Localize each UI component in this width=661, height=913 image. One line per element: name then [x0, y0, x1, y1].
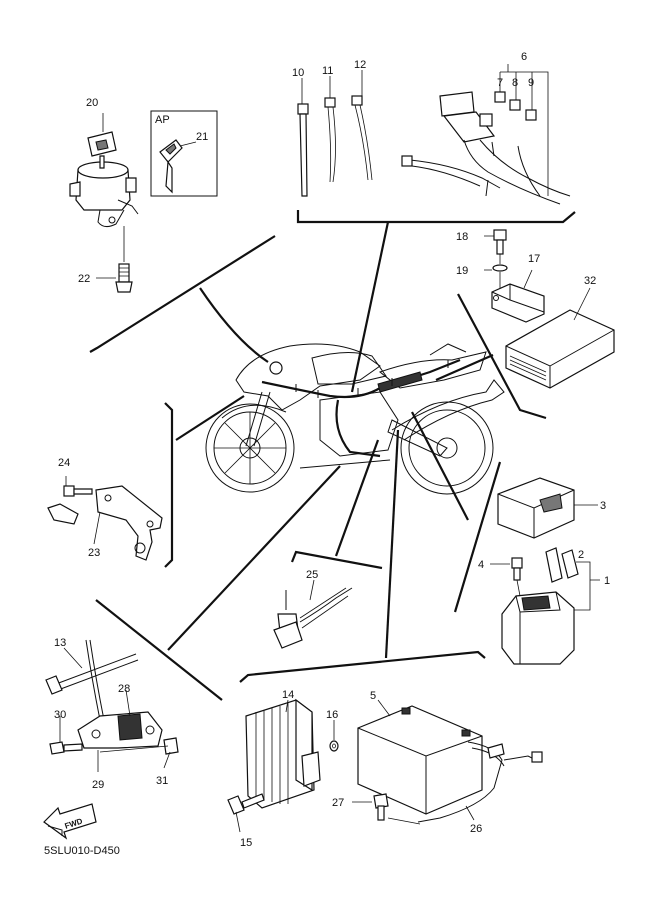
- ignition-switch-assembly: [69, 131, 139, 228]
- callout-27: 27: [332, 797, 344, 809]
- callout-6: 6: [521, 51, 527, 63]
- diagram-code: 5SLU010-D450: [44, 845, 120, 857]
- callout-10: 10: [292, 67, 304, 79]
- callout-21: 21: [196, 131, 208, 143]
- callout-19: 19: [456, 265, 468, 277]
- callout-11: 11: [322, 65, 333, 77]
- callout-9: 9: [528, 77, 534, 89]
- battery: [357, 705, 543, 825]
- callout-23: 23: [88, 547, 100, 559]
- callout-2: 2: [578, 549, 584, 561]
- callout-24: 24: [58, 457, 70, 469]
- callout-32: 32: [584, 275, 596, 287]
- callout-numbers: 1 2 3 4 5 6 7 8 9 10 11 12 13 14 15 16 1…: [54, 51, 610, 849]
- callout-14: 14: [282, 689, 294, 701]
- relay-and-ecu: [491, 229, 615, 389]
- stay-bracket: [47, 485, 163, 561]
- callout-8: 8: [512, 77, 518, 89]
- callout-13: 13: [54, 637, 66, 649]
- ap-label: AP: [155, 114, 170, 126]
- callout-1: 1: [604, 575, 610, 587]
- callout-4: 4: [478, 559, 484, 571]
- callout-15: 15: [240, 837, 252, 849]
- neutral-switch: [273, 587, 353, 649]
- callout-31: 31: [156, 775, 168, 787]
- callout-30: 30: [54, 709, 66, 721]
- rectifier-regulator: [227, 698, 339, 815]
- callout-26: 26: [470, 823, 482, 835]
- callout-29: 29: [92, 779, 104, 791]
- switch-bracket: [49, 711, 179, 755]
- leader-lines: [59, 64, 600, 833]
- callout-3: 3: [600, 500, 606, 512]
- motorcycle-outline: [205, 343, 505, 495]
- cable-tie-11: [324, 97, 336, 183]
- callout-16: 16: [326, 709, 338, 721]
- callout-28: 28: [118, 683, 130, 695]
- callout-25: 25: [306, 569, 318, 581]
- fuse-harness: [401, 91, 571, 205]
- callout-12: 12: [354, 59, 366, 71]
- callout-5: 5: [370, 690, 376, 702]
- cable-tie-12: [351, 95, 373, 181]
- ap-key-box: [150, 110, 218, 197]
- callout-22: 22: [78, 273, 90, 285]
- relay-cover: [497, 477, 575, 539]
- callout-7: 7: [497, 77, 503, 89]
- callout-17: 17: [528, 253, 540, 265]
- special-bolt: [115, 226, 133, 293]
- starter-relay: [501, 547, 579, 665]
- sidestand-switch: [45, 639, 139, 721]
- cable-tie-10: [297, 103, 309, 197]
- callout-18: 18: [456, 231, 468, 243]
- forward-direction-arrow: [43, 803, 97, 840]
- callout-20: 20: [86, 97, 98, 109]
